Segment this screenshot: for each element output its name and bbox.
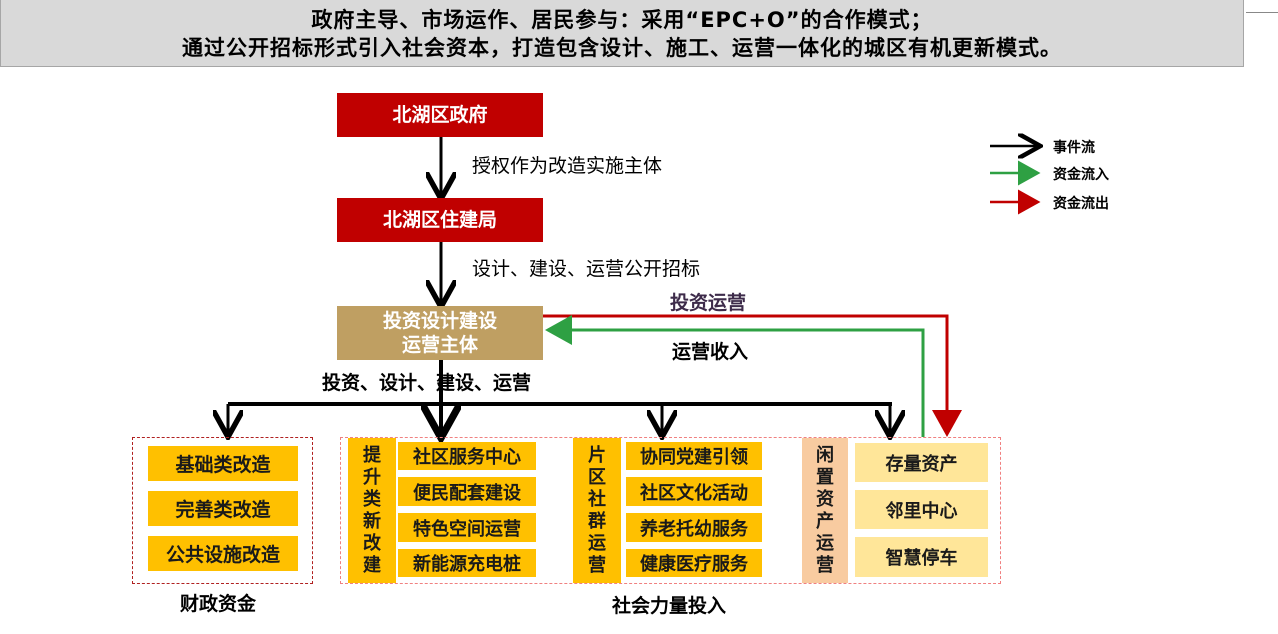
group-label-idle-assets: 闲置资产运营 xyxy=(802,438,848,583)
social-item: 特色空间运营 xyxy=(398,513,536,542)
char: 群 xyxy=(588,510,606,532)
label-ops-income: 运营收入 xyxy=(672,341,749,363)
char: 产 xyxy=(816,510,834,532)
char: 营 xyxy=(816,554,834,576)
node-entity: 投资设计建设 运营主体 xyxy=(337,306,543,360)
label-authorize: 授权作为改造实施主体 xyxy=(472,155,663,177)
node-gov: 北湖区政府 xyxy=(337,93,543,137)
social-item: 存量资产 xyxy=(855,443,988,482)
char: 类 xyxy=(363,488,381,510)
char: 区 xyxy=(588,466,606,488)
legend-out: 资金流出 xyxy=(1053,196,1109,212)
char: 社 xyxy=(588,488,606,510)
group-label-community: 片区社群运营 xyxy=(573,438,621,583)
entity-line-2: 运营主体 xyxy=(401,334,478,356)
node-housing: 北湖区住建局 xyxy=(337,198,543,242)
divider xyxy=(1246,12,1278,13)
social-item: 邻里中心 xyxy=(855,490,988,529)
social-item: 社区服务中心 xyxy=(398,442,536,470)
fiscal-title: 财政资金 xyxy=(180,593,257,615)
char: 闲 xyxy=(816,444,834,466)
char: 片 xyxy=(588,444,606,466)
social-group xyxy=(340,437,1001,584)
social-item: 养老托幼服务 xyxy=(626,513,762,542)
char: 营 xyxy=(588,554,606,576)
arrow-ops-income xyxy=(545,315,925,437)
label-invest-ops: 投资运营 xyxy=(670,292,747,314)
label-scope: 投资、设计、建设、运营 xyxy=(322,372,532,394)
legend-in: 资金流入 xyxy=(1053,167,1109,183)
social-item: 社区文化活动 xyxy=(626,477,762,506)
social-item: 健康医疗服务 xyxy=(626,549,762,577)
fiscal-item: 完善类改造 xyxy=(148,491,298,526)
group-label-upgrade: 提升类新改建 xyxy=(348,438,396,583)
char: 资 xyxy=(816,488,834,510)
social-item: 智慧停车 xyxy=(855,537,988,577)
char: 改 xyxy=(363,532,381,554)
char: 置 xyxy=(816,466,834,488)
header-banner: 政府主导、市场运作、居民参与：采用“EPC+O”的合作模式； 通过公开招标形式引… xyxy=(0,0,1244,67)
social-title: 社会力量投入 xyxy=(612,595,727,617)
entity-line-1: 投资设计建设 xyxy=(382,310,497,332)
social-item: 新能源充电桩 xyxy=(398,549,536,577)
fiscal-item: 公共设施改造 xyxy=(148,536,298,571)
char: 建 xyxy=(363,554,381,576)
char: 升 xyxy=(363,466,381,488)
char: 运 xyxy=(588,532,606,554)
char: 新 xyxy=(363,510,381,532)
social-item: 协同党建引领 xyxy=(626,442,762,470)
header-line-2: 通过公开招标形式引入社会资本，打造包含设计、施工、运营一体化的城区有机更新模式。 xyxy=(182,36,1062,60)
char: 运 xyxy=(816,532,834,554)
fiscal-group xyxy=(132,437,313,584)
social-item: 便民配套建设 xyxy=(398,477,536,506)
char: 提 xyxy=(363,444,381,466)
fiscal-item: 基础类改造 xyxy=(148,446,298,481)
header-line-1: 政府主导、市场运作、居民参与：采用“EPC+O”的合作模式； xyxy=(311,8,933,32)
label-tender: 设计、建设、运营公开招标 xyxy=(472,258,701,280)
arrow-invest-ops xyxy=(543,314,962,437)
legend-event: 事件流 xyxy=(1053,140,1095,156)
